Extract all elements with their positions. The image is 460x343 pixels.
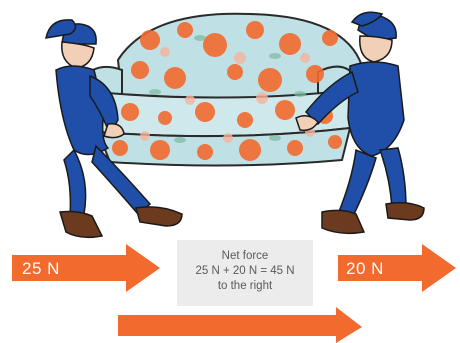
floral-sofa (80, 14, 362, 166)
net-force-title: Net force (177, 249, 313, 264)
net-force-box: Net force 25 N + 20 N = 45 N to the righ… (177, 240, 313, 306)
net-force-arrow (118, 307, 362, 343)
net-force-direction: to the right (177, 279, 313, 294)
left-force-label: 25 N (22, 259, 60, 279)
right-force-label: 20 N (346, 259, 384, 279)
net-force-equation: 25 N + 20 N = 45 N (177, 264, 313, 279)
